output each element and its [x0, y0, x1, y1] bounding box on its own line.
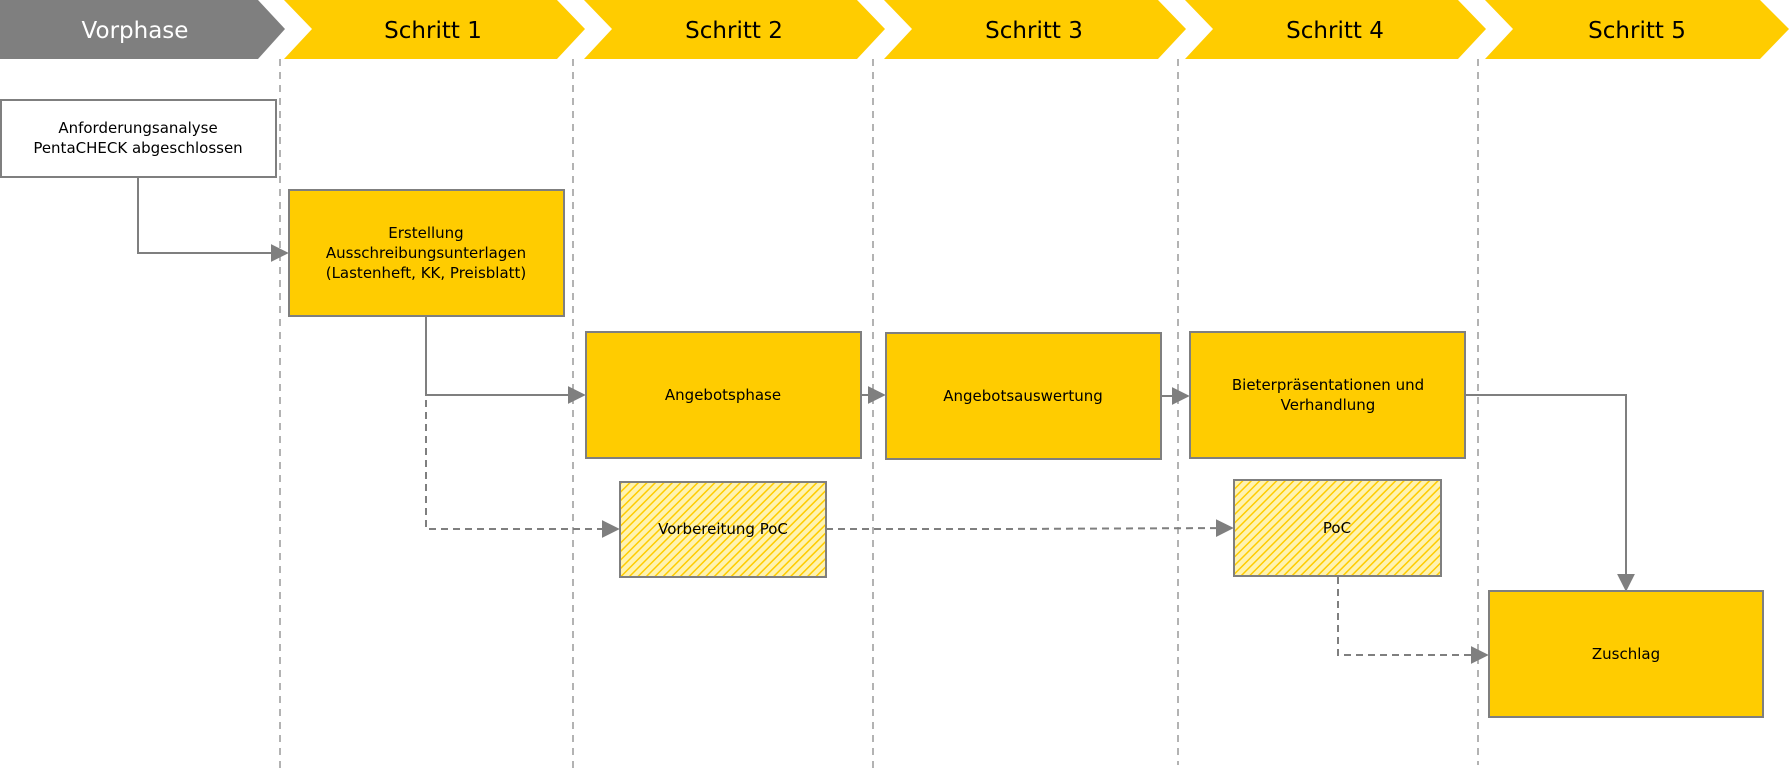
poc-label: PoC: [1323, 519, 1351, 537]
box-poc: PoC: [1233, 479, 1442, 577]
box-angebotsauswertung: Angebotsauswertung: [885, 332, 1162, 460]
phase-schritt-4-label: Schritt 4: [1286, 18, 1384, 44]
erstellung-line-1: Erstellung: [388, 224, 463, 242]
connector-poc-zuschlag: [1337, 577, 1489, 664]
connector-vorbereitung-poc-poc: [826, 519, 1234, 538]
phase-schritt-3: [884, 0, 1186, 59]
phase-schritt-2-label: Schritt 2: [685, 18, 783, 44]
phase-header: Vorphase Schritt 1 Schritt 2 Schritt 3 S…: [0, 0, 1789, 59]
box-angebotsphase: Angebotsphase: [585, 331, 862, 459]
bieter-line-1: Bieterpräsentationen und: [1232, 376, 1424, 394]
phase-schritt-4: [1185, 0, 1486, 59]
box-bieterpraesentationen: Bieterpräsentationen und Verhandlung: [1189, 331, 1466, 459]
connector-erstellung-vorbereitung-poc: [425, 316, 620, 538]
erstellung-line-2: Ausschreibungsunterlagen: [326, 244, 526, 262]
bieter-line-2: Verhandlung: [1281, 396, 1376, 414]
phase-vorphase: [0, 0, 285, 59]
box-zuschlag: Zuschlag: [1488, 590, 1764, 718]
angebotsphase-label: Angebotsphase: [665, 386, 781, 404]
box-erstellung: Erstellung Ausschreibungsunterlagen (Las…: [288, 189, 565, 317]
box-vorbereitung-poc: Vorbereitung PoC: [619, 481, 827, 578]
connector-bieter-zuschlag: [1466, 394, 1635, 592]
vorbereitung-poc-label: Vorbereitung PoC: [658, 520, 788, 538]
anforderung-line-1: Anforderungsanalyse: [58, 119, 217, 137]
phase-schritt-2: [584, 0, 885, 59]
phase-schritt-5-label: Schritt 5: [1588, 18, 1686, 44]
dashed-connectors: [425, 316, 1489, 664]
phase-schritt-1-label: Schritt 1: [384, 18, 482, 44]
anforderung-line-2: PentaCHECK abgeschlossen: [33, 139, 242, 157]
connector-erstellung-angebotsphase: [425, 316, 586, 404]
box-anforderungsanalyse: Anforderungsanalyse PentaCHECK abgeschlo…: [0, 99, 277, 178]
erstellung-line-3: (Lastenheft, KK, Preisblatt): [326, 264, 527, 282]
phase-vorphase-label: Vorphase: [82, 18, 189, 44]
zuschlag-label: Zuschlag: [1592, 645, 1660, 663]
angebotsauswertung-label: Angebotsauswertung: [943, 387, 1103, 405]
phase-schritt-3-label: Schritt 3: [985, 18, 1083, 44]
connector-anforderung-erstellung: [137, 177, 289, 262]
phase-schritt-5: [1485, 0, 1789, 59]
phase-schritt-1: [284, 0, 585, 59]
